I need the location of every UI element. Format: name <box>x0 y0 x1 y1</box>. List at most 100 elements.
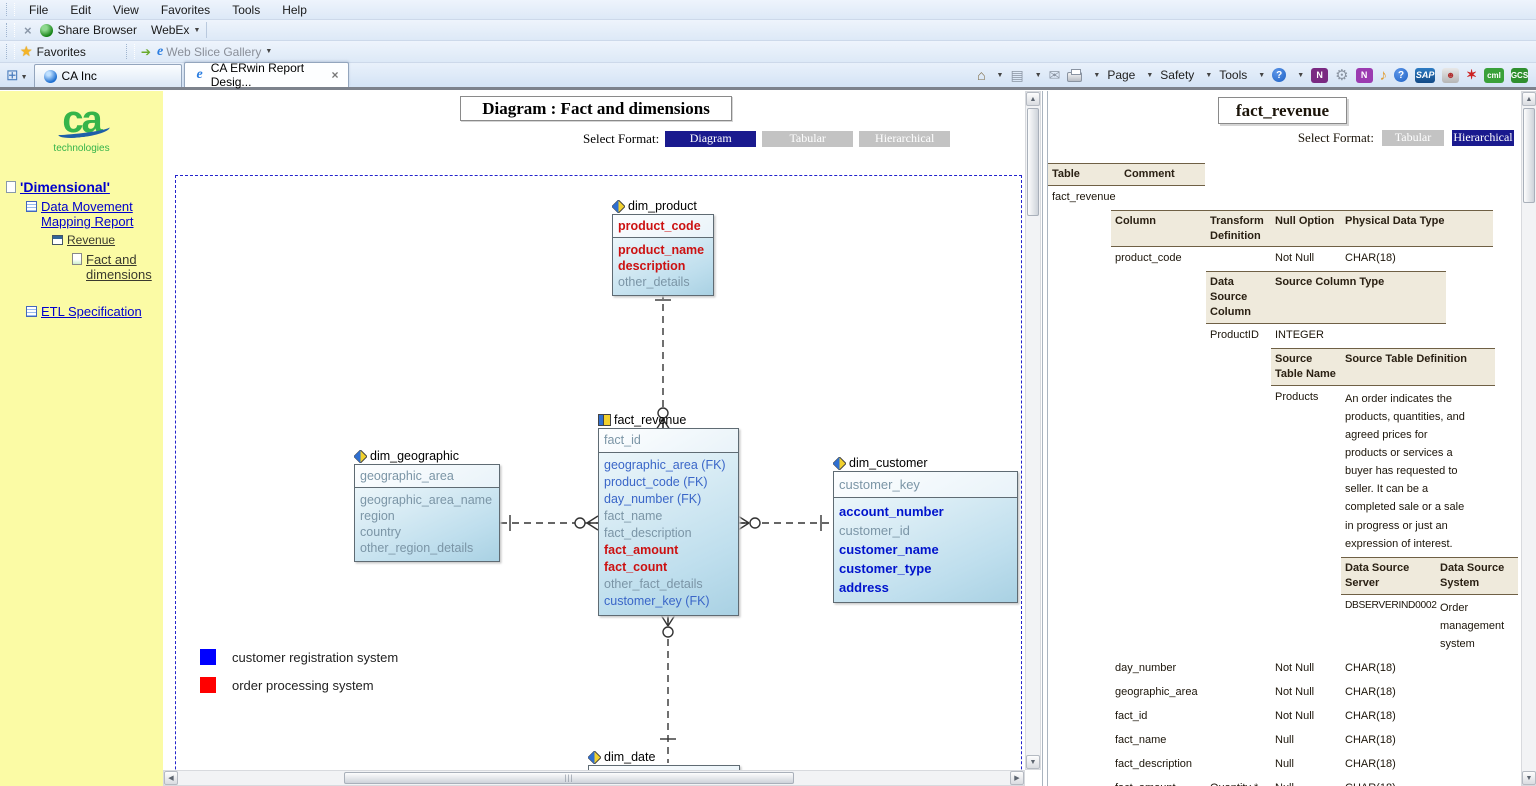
onenote-icon[interactable]: N <box>1311 68 1328 83</box>
tree-item-fact-and-dimensions[interactable]: Fact and dimensions <box>86 252 152 282</box>
read-mail-icon[interactable]: ✉ <box>1049 67 1061 84</box>
scrollbar-thumb[interactable] <box>1523 108 1535 203</box>
menu-bar: File Edit View Favorites Tools Help <box>0 0 1536 20</box>
menu-favorites[interactable]: Favorites <box>150 1 221 19</box>
share-browser-button[interactable]: Share Browser <box>58 23 137 37</box>
scroll-up-icon[interactable]: ▲ <box>1522 92 1536 106</box>
scroll-right-icon[interactable]: ▶ <box>1010 771 1024 785</box>
format-hierarchical-button[interactable]: Hierarchical <box>1452 130 1514 146</box>
data-source-column-row: ProductID INTEGER <box>1048 324 1521 348</box>
tab-label: CA Inc <box>62 69 97 83</box>
tab-bar: ⊞ ▼ CA Inc e CA ERwin Report Desig... × … <box>0 63 1536 90</box>
safety-menu[interactable]: Safety <box>1160 68 1194 82</box>
gcs-icon[interactable]: GCS <box>1511 68 1528 83</box>
legend-item: order processing system <box>200 677 374 693</box>
column-header: Column Transform Definition Null Option … <box>1111 210 1493 248</box>
research-help-icon[interactable]: ? <box>1394 68 1408 82</box>
scroll-down-icon[interactable]: ▼ <box>1026 755 1040 769</box>
sap-icon[interactable]: SAP <box>1415 68 1435 83</box>
entity-attr: geographic_area (FK) <box>604 457 733 474</box>
contact-icon[interactable]: ☻ <box>1442 68 1459 83</box>
entity-attr: fact_name <box>604 508 733 525</box>
web-slice-gallery-button[interactable]: Web Slice Gallery <box>166 45 261 59</box>
entity-title: dim_customer <box>849 456 928 470</box>
format-tabular-button[interactable]: Tabular <box>1382 130 1444 146</box>
report-title: fact_revenue <box>1218 97 1347 124</box>
entity-attr: customer_type <box>839 559 1012 578</box>
report-tree: 'Dimensional' Data Movement Mapping Repo… <box>0 180 163 319</box>
menu-help[interactable]: Help <box>271 1 318 19</box>
menu-view[interactable]: View <box>102 1 150 19</box>
tab-label: CA ERwin Report Desig... <box>211 61 321 89</box>
favorites-button[interactable]: Favorites <box>37 45 86 59</box>
column-row: fact_name Null CHAR(18) <box>1048 729 1521 753</box>
feed-icon[interactable]: ▤ <box>1010 67 1023 84</box>
chevron-down-icon[interactable]: ▼ <box>1035 72 1042 79</box>
print-icon[interactable] <box>1067 72 1082 82</box>
entity-attr: product_code (FK) <box>604 474 733 491</box>
tab-erwin-report-designer[interactable]: e CA ERwin Report Desig... × <box>184 62 349 87</box>
report-vertical-scrollbar[interactable]: ▲ ▼ <box>1521 91 1536 786</box>
cml-icon[interactable]: cml <box>1484 68 1504 83</box>
entity-key-attr: customer_key <box>839 475 1012 494</box>
tree-item-data-movement-mapping-report[interactable]: Data Movement Mapping Report <box>41 199 154 229</box>
menu-file[interactable]: File <box>18 1 59 19</box>
scrollbar-thumb[interactable] <box>1027 108 1039 216</box>
close-tab-icon[interactable]: × <box>332 68 339 82</box>
tree-item-etl-specification[interactable]: ETL Specification <box>41 304 142 319</box>
home-icon[interactable]: ⌂ <box>977 67 985 83</box>
scroll-up-icon[interactable]: ▲ <box>1026 92 1040 106</box>
entity-dim-product[interactable]: dim_product product_code product_name de… <box>612 198 714 296</box>
page-menu[interactable]: Page <box>1107 68 1135 82</box>
menu-edit[interactable]: Edit <box>59 1 102 19</box>
add-favorite-icon[interactable]: ➔ <box>141 45 151 59</box>
diagram-icon <box>72 253 82 265</box>
tab-list-chevron-icon[interactable]: ▼ <box>21 74 28 81</box>
tree-item-dimensional[interactable]: 'Dimensional' <box>20 180 110 195</box>
webex-menu[interactable]: WebEx <box>151 23 189 37</box>
scroll-left-icon[interactable]: ◀ <box>164 771 178 785</box>
tab-ca-inc[interactable]: CA Inc <box>34 64 182 87</box>
entity-dim-customer[interactable]: dim_customer customer_key account_number… <box>833 455 1018 603</box>
tools-menu[interactable]: Tools <box>1219 68 1247 82</box>
chevron-down-icon: ▼ <box>193 27 200 34</box>
legend-label: order processing system <box>232 678 374 693</box>
ie-icon: e <box>157 44 163 60</box>
gear-icon[interactable]: ⚙ <box>1335 66 1348 84</box>
dimension-icon <box>588 751 601 764</box>
menu-tools[interactable]: Tools <box>221 1 271 19</box>
tree-item-revenue[interactable]: Revenue <box>67 233 115 248</box>
entity-dim-date[interactable]: dim_date day_number <box>588 749 740 770</box>
entity-dim-geographic[interactable]: dim_geographic geographic_area geographi… <box>354 448 500 562</box>
entity-fact-revenue[interactable]: fact_revenue fact_id geographic_area (FK… <box>598 412 739 616</box>
dimension-icon <box>354 450 367 463</box>
source-table-row: Products An order indicates the products… <box>1048 386 1521 557</box>
legend-color-blue <box>200 649 216 665</box>
dimension-icon <box>612 200 625 213</box>
orange-note-icon[interactable]: ♪ <box>1380 67 1388 84</box>
onenote-linked-notes-icon[interactable]: N <box>1356 68 1373 83</box>
command-toolbar: ⌂ ▼ ▤ ▼ ✉ ▼ Page ▼ Safety ▼ Tools ▼ ? ▼ … <box>977 66 1536 87</box>
quick-tabs-icon[interactable]: ⊞ <box>6 66 19 84</box>
dimension-icon <box>833 457 846 470</box>
data-source-server-header: Data Source Server Data Source System <box>1341 557 1518 595</box>
data-source-column-header: Data Source Column Source Column Type <box>1206 271 1446 324</box>
entity-attr: description <box>618 258 708 274</box>
diagram-horizontal-scrollbar[interactable]: ◀ ||| ▶ <box>163 770 1025 786</box>
red-app-icon[interactable]: ✶ <box>1466 67 1477 83</box>
entity-attr: other_fact_details <box>604 576 733 593</box>
scroll-down-icon[interactable]: ▼ <box>1522 771 1536 785</box>
toolbar-grip <box>6 23 15 37</box>
close-toolbar-button[interactable]: × <box>18 23 38 38</box>
favorites-bar: ★ Favorites ➔ e Web Slice Gallery ▼ <box>0 41 1536 63</box>
column-row: fact_amount Quantity * unit price Null C… <box>1048 777 1521 786</box>
chevron-down-icon[interactable]: ▼ <box>1093 72 1100 79</box>
scrollbar-thumb[interactable]: ||| <box>344 772 794 784</box>
legend-item: customer registration system <box>200 649 398 665</box>
chevron-down-icon[interactable]: ▼ <box>997 72 1004 79</box>
diagram-vertical-scrollbar[interactable]: ▲ ▼ <box>1025 91 1041 770</box>
entity-title: fact_revenue <box>614 413 686 427</box>
help-icon[interactable]: ? <box>1272 68 1286 82</box>
chevron-down-icon: ▼ <box>1146 72 1153 79</box>
data-source-server-row: DBSERVERIND0002 Order management system <box>1048 595 1521 657</box>
